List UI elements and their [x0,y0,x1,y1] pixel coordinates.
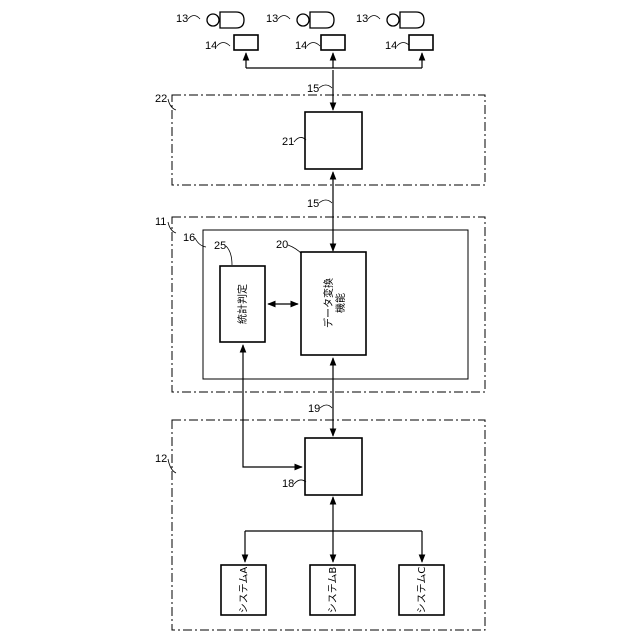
user-head-icon-middle [297,14,309,26]
user-group-middle: 13 14 [266,12,345,52]
device-block-11-label: 11 [155,216,166,228]
terminal-box-right [409,35,433,50]
terminal-leader-middle [307,43,320,47]
user-body-icon-right [400,12,424,28]
stat-block-ref-label: 25 [214,240,226,252]
terminal-label-middle: 14 [295,40,307,52]
converter-ref-label: 20 [276,239,288,251]
user-leader-middle [278,16,290,20]
network-label-upper: 15 [307,83,319,95]
user-label-right: 13 [356,13,368,25]
system-a-text: システムA [238,567,250,614]
user-group-left: 13 14 [176,12,258,52]
hub-box [305,438,362,495]
hub-label: 18 [282,478,294,490]
bus-link-label: 19 [308,403,320,415]
user-body-icon-left [220,12,244,28]
user-group-right: 13 14 [356,12,433,52]
terminal-label-right: 14 [385,40,397,52]
terminal-leader-right [397,43,410,47]
stat-hub-link [243,345,302,467]
system-group-label: 12 [155,453,167,465]
terminal-box-middle [321,35,345,50]
terminal-leader-left [217,43,230,47]
data-conversion-text-1: データ変換 [322,278,335,328]
user-head-icon-right [387,14,399,26]
terminal-label-left: 14 [205,40,217,52]
terminal-box-left [234,35,258,50]
server-box [305,112,362,169]
user-leader-right [368,16,380,20]
system-b-text: システムB [327,567,339,614]
outer-block-22-label: 22 [155,93,167,105]
user-label-middle: 13 [266,13,278,25]
user-body-icon-middle [310,12,334,28]
bus-link-leader [320,405,332,408]
user-label-left: 13 [176,13,188,25]
function-area-label: 16 [183,232,195,244]
stat-block-leader [226,246,232,265]
network-leader-lower [319,200,332,203]
user-head-icon-left [207,14,219,26]
network-label-lower: 15 [307,198,319,210]
network-leader-upper [319,85,332,88]
data-conversion-text-2: 機能 [334,293,347,313]
server-label: 21 [282,136,294,148]
function-area-leader [195,238,206,247]
terminal-bus [246,53,422,68]
stat-judgement-text: 統計判定 [236,284,249,324]
system-c-text: システムC [416,567,428,614]
user-leader-left [188,16,200,20]
converter-leader [288,245,302,254]
